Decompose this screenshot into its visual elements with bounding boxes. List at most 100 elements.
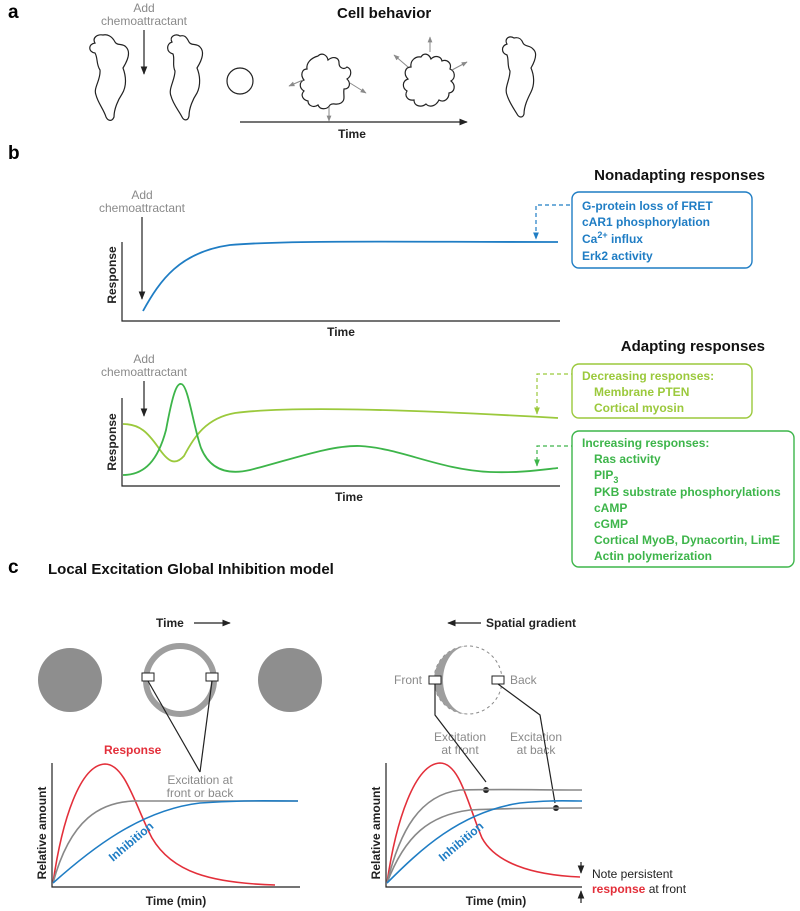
spread-arrow-1 [288,79,304,87]
left-response-curve [52,763,276,886]
spread-arrow-6 [451,61,468,71]
cell-ring-middle [143,643,217,717]
left-ylabel: Relative amount [35,787,49,880]
panel-b-letter: b [8,143,20,164]
decreasing-box [571,363,753,419]
nonadapting-ylabel: Response [105,246,119,304]
left-pointer-2 [199,680,213,773]
left-excitation-curve [52,800,298,884]
left-excitation-line1: Excitation at [167,773,233,787]
ca-suffix: influx [608,232,644,246]
spread-arrow-3 [349,82,367,94]
left-response-label: Response [104,743,162,757]
increasing-item-cortical: Cortical MyoB, Dynacortin, LimE [594,533,780,547]
nonadapting-title: Nonadapting responses [594,167,765,184]
panel-a-title: Cell behavior [337,5,431,22]
left-xlabel: Time (min) [146,894,206,908]
increasing-item-actin: Actin polymerization [594,549,712,563]
right-xlabel: Time (min) [466,894,526,908]
cell-polarized-3 [501,36,537,118]
decreasing-heading: Decreasing responses: [582,369,714,383]
increasing-curve [122,383,559,476]
increasing-heading: Increasing responses: [582,436,709,450]
increasing-box [571,430,795,568]
nonadapting-xlabel: Time [327,325,355,339]
cell-polarized-1 [89,34,130,121]
adapting-add-line1: Add [133,352,154,366]
nonadapting-axes [121,242,560,322]
nonadapting-box [571,191,753,269]
cell-spreading-2 [402,53,455,107]
cell-spreading-1 [299,53,352,110]
decreasing-item-2: Cortical myosin [594,401,684,415]
increasing-dashed-arrow [534,445,582,467]
ca-text: Ca [582,232,598,246]
pip-text: PIP [594,468,613,482]
nonadapting-item-2: cAR1 phosphorylation [582,215,710,229]
adapting-title: Adapting responses [621,338,765,355]
decreasing-dashed-arrow [534,373,582,415]
panel-c-title: Local Excitation Global Inhibition model [48,561,334,578]
adapting-xlabel: Time [335,490,363,504]
left-pointer-1 [147,680,201,773]
panel-a: a Cell behavior Add chemoattractant Time [8,1,537,141]
time-label-c: Time [156,616,184,630]
increasing-item-cgmp: cGMP [594,517,628,531]
right-inhibition-label: Inhibition [436,819,486,864]
right-excitation-front-curve [386,788,583,884]
nonadapting-item-3: Erk2 activity [582,249,653,263]
right-axes [385,763,582,888]
left-front-marker [141,672,155,682]
nonadapting-add-line2: chemoattractant [99,201,186,215]
excitation-back-line1: Excitation [510,730,562,744]
left-inhibition-curve [52,800,299,884]
panel-b: b Nonadapting responses Add chemoattract… [8,143,795,568]
front-pointer [434,684,487,783]
cell-round [226,67,254,95]
right-front-marker [428,675,442,685]
note-line1: Note persistent [592,867,673,881]
back-pointer [497,683,556,804]
cell-uniform-left [38,648,102,712]
panel-c: c Local Excitation Global Inhibition mod… [8,557,687,908]
add-label-line2: chemoattractant [101,14,188,28]
front-label: Front [394,673,423,687]
gradient-label: Spatial gradient [486,616,576,630]
note-line2: response at front [592,882,687,896]
decreasing-curve [122,408,559,463]
increasing-item-ras: Ras activity [594,452,661,466]
right-ylabel: Relative amount [369,787,383,880]
left-excitation-line2: front or back [167,786,235,800]
note-response-word: response [592,882,646,896]
right-inhibition-curve [386,800,583,884]
nonadapting-add-line1: Add [131,188,152,202]
adapting-axes [121,398,560,487]
cell-polarized-2 [167,34,204,121]
panel-a-letter: a [8,2,19,23]
panel-a-time-label: Time [338,127,366,141]
note-suffix: at front [645,882,686,896]
add-label-line1: Add [133,1,154,15]
adapting-add-line2: chemoattractant [101,365,188,379]
right-excitation-back-curve [386,807,583,884]
right-response-curve [386,762,581,884]
excitation-front-line1: Excitation [434,730,486,744]
cell-uniform-right [258,648,322,712]
nonadapting-item-ca: Ca2+ influx [582,230,643,246]
panel-c-letter: c [8,557,19,578]
nonadapting-curve [142,240,559,312]
increasing-item-camp: cAMP [594,501,627,515]
excitation-front-line2: at front [441,743,479,757]
spread-arrow-4 [393,54,409,68]
decreasing-item-1: Membrane PTEN [594,385,689,399]
right-back-marker [491,675,505,685]
increasing-item-pip3: PIP3 [594,468,618,485]
cell-gradient-front-crescent [434,646,468,714]
increasing-item-pkb: PKB substrate phosphorylations [594,485,781,499]
ca-sup: 2+ [597,230,607,240]
nonadapting-dashed-arrow [533,204,570,240]
excitation-back-line2: at back [517,743,557,757]
left-back-marker [205,672,219,682]
back-label: Back [510,673,538,687]
